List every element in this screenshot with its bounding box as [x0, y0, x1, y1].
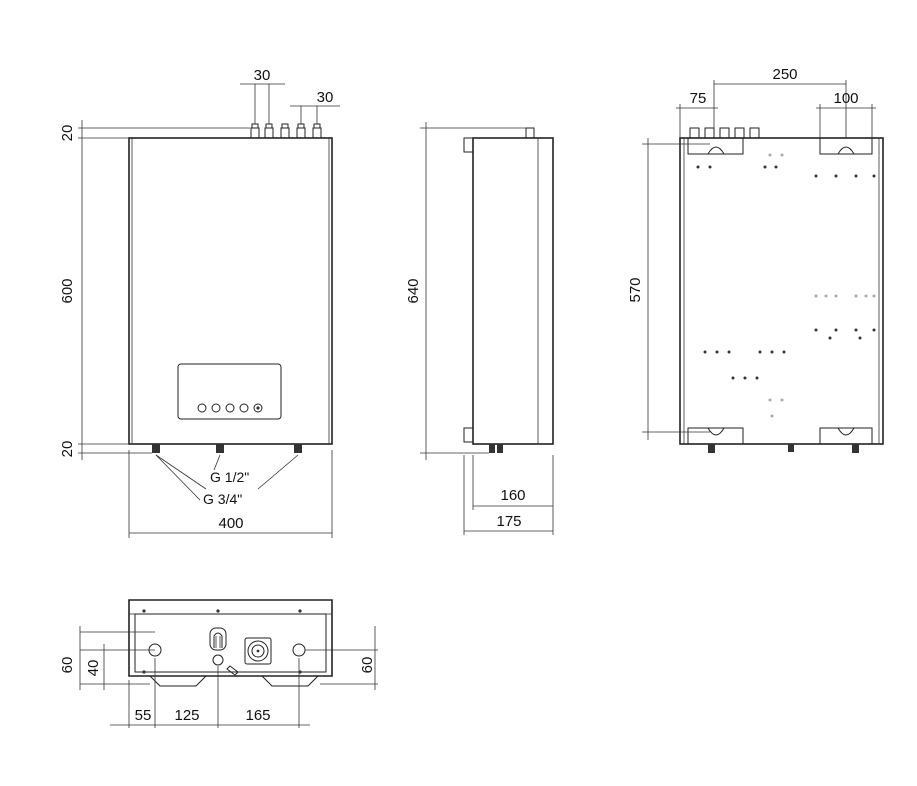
dim-side-depth-total: 175 [496, 513, 521, 530]
front-housing [128, 137, 333, 445]
dim-bottom-left-depth: 60 [59, 657, 76, 674]
dim-rear-bracket-span: 250 [772, 66, 797, 83]
dim-top-connector-spacing-2: 30 [317, 89, 334, 106]
dim-bottom-right-depth: 60 [359, 657, 376, 674]
front-view: 30 30 20 600 20 G 1/2" G 3/4" 400 [59, 67, 340, 538]
dim-bottom-left-depth-2: 40 [85, 660, 102, 677]
control-panel [177, 363, 282, 420]
dim-front-height: 600 [59, 278, 76, 303]
bottom-housing [128, 599, 333, 677]
rear-mounting-holes [696, 153, 876, 418]
rear-view: 250 75 100 570 [627, 66, 884, 453]
dim-front-width: 400 [218, 515, 243, 532]
label-connection-large: G 3/4" [203, 491, 242, 507]
rear-housing [679, 137, 884, 445]
bottom-connectors [152, 444, 302, 453]
dim-top-offset: 20 [59, 125, 76, 142]
side-view: 640 160 175 [405, 122, 554, 535]
bottom-view: 60 40 60 55 125 165 [59, 599, 378, 728]
dim-bottom-pos-1: 55 [135, 707, 152, 724]
dim-top-connector-spacing: 30 [254, 67, 271, 84]
dim-bottom-offset: 20 [59, 441, 76, 458]
label-connection-small: G 1/2" [210, 469, 249, 485]
dim-bottom-pos-3: 165 [245, 707, 270, 724]
dim-bottom-pos-2: 125 [174, 707, 199, 724]
dim-side-height: 640 [405, 278, 422, 303]
dim-rear-height: 570 [627, 277, 644, 302]
top-connectors [250, 123, 322, 139]
dim-side-depth-body: 160 [500, 487, 525, 504]
mounting-brackets [687, 138, 873, 444]
power-socket-icon [209, 627, 227, 651]
pressure-gauge-icon [244, 637, 272, 665]
dim-rear-left-offset: 75 [690, 90, 707, 107]
side-housing [472, 137, 554, 445]
dim-rear-bracket-width: 100 [833, 90, 858, 107]
